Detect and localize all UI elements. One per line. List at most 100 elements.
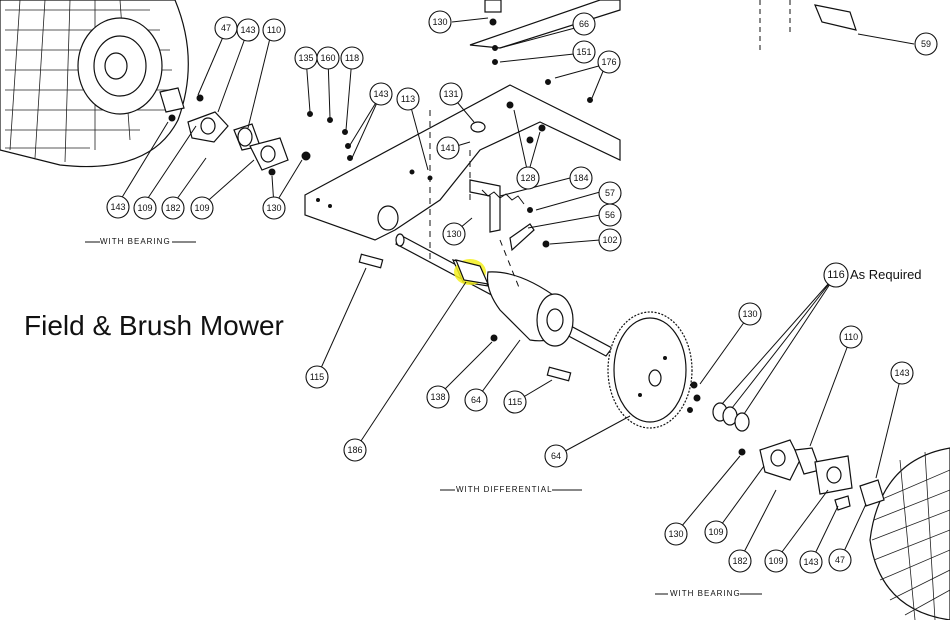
callout-label: 130 <box>446 229 461 239</box>
callout-c143e: 143 <box>799 550 823 574</box>
callout-label: 130 <box>668 529 683 539</box>
callout-label: 130 <box>266 203 281 213</box>
callout-label: 115 <box>310 372 324 382</box>
callout-c128: 128 <box>516 166 540 190</box>
diagram-title: Field & Brush Mower <box>24 310 284 341</box>
callout-label: 109 <box>768 556 783 566</box>
callout-label: 143 <box>240 25 255 35</box>
callout-label: 131 <box>443 89 458 99</box>
callout-label: 109 <box>137 203 152 213</box>
callout-c66: 66 <box>572 12 596 36</box>
callout-label: 64 <box>551 451 561 461</box>
callout-label: 115 <box>508 397 522 407</box>
callout-c176: 176 <box>597 50 621 74</box>
callout-label: 143 <box>803 557 818 567</box>
callout-c131: 131 <box>439 82 463 106</box>
callout-c109a: 109 <box>133 196 157 220</box>
callout-c130b: 130 <box>442 222 466 246</box>
callout-c110b: 110 <box>839 325 863 349</box>
callout-label: 182 <box>165 203 180 213</box>
callout-label: 110 <box>844 332 858 342</box>
bolt-cluster <box>307 111 498 342</box>
callout-label: 143 <box>894 368 909 378</box>
key-left <box>358 253 384 269</box>
callout-label: 130 <box>742 309 757 319</box>
callout-c109c: 109 <box>704 520 728 544</box>
callout-label: 116 <box>827 269 845 281</box>
callout-c182b: 182 <box>728 549 752 573</box>
callout-c138: 138 <box>426 385 450 409</box>
callout-c160: 160 <box>316 46 340 70</box>
leader-lines <box>85 17 915 595</box>
callout-c130d: 130 <box>738 302 762 326</box>
callout-label: 176 <box>601 57 616 67</box>
callout-label: 110 <box>267 25 281 35</box>
callout-c64a: 64 <box>464 388 488 412</box>
right-tire <box>869 447 950 620</box>
axle-assembly <box>395 233 613 357</box>
callout-label: 128 <box>520 173 535 183</box>
with-bearing-note-right: WITH BEARING <box>670 589 741 598</box>
callout-c141: 141 <box>436 136 460 160</box>
callout-label: 138 <box>430 392 445 402</box>
callout-c118: 118 <box>340 46 364 70</box>
callout-label: 47 <box>221 23 231 33</box>
callout-label: 130 <box>432 17 447 27</box>
callout-label: 66 <box>579 19 589 29</box>
callout-label: 160 <box>320 53 335 63</box>
callout-c109d: 109 <box>764 549 788 573</box>
callout-c115b: 115 <box>503 390 527 414</box>
callout-label: 57 <box>605 188 615 198</box>
callout-c130a: 130 <box>428 10 452 34</box>
as-required-note: As Required <box>850 267 922 282</box>
callout-label: 113 <box>401 94 415 104</box>
differential-sprocket <box>607 311 693 429</box>
callout-c64b: 64 <box>544 444 568 468</box>
callout-label: 182 <box>732 556 747 566</box>
callout-c109b: 109 <box>190 196 214 220</box>
callout-c143a: 143 <box>236 18 260 42</box>
callout-label: 143 <box>373 89 388 99</box>
right-bearing-set <box>687 381 885 511</box>
top-bracket <box>469 0 857 65</box>
callout-c115a: 115 <box>305 365 329 389</box>
callout-label: 141 <box>440 143 455 153</box>
frame-plate <box>304 84 621 241</box>
callout-c184: 184 <box>569 166 593 190</box>
callout-c56: 56 <box>598 203 622 227</box>
callout-c110a: 110 <box>262 18 286 42</box>
callout-c102: 102 <box>598 228 622 252</box>
callout-c143b: 143 <box>369 82 393 106</box>
callout-c116: 116 <box>823 262 849 288</box>
callout-c186: 186 <box>343 438 367 462</box>
callout-c113: 113 <box>396 87 420 111</box>
key-right <box>546 366 572 382</box>
callout-c57: 57 <box>598 181 622 205</box>
callout-label: 47 <box>835 555 845 565</box>
callout-label: 143 <box>110 202 125 212</box>
callout-label: 64 <box>471 395 481 405</box>
callout-c143c: 143 <box>106 195 130 219</box>
idler-bracket <box>469 79 593 252</box>
callout-c59: 59 <box>914 32 938 56</box>
with-bearing-note-left: WITH BEARING <box>100 237 171 246</box>
callout-c47b: 47 <box>828 548 852 572</box>
with-differential-note: WITH DIFFERENTIAL <box>456 485 553 494</box>
left-tire <box>0 0 189 168</box>
callout-c182a: 182 <box>161 196 185 220</box>
callout-label: 184 <box>573 173 588 183</box>
callout-label: 59 <box>921 39 931 49</box>
callout-label: 109 <box>708 527 723 537</box>
callout-label: 151 <box>576 47 591 57</box>
callout-label: 186 <box>347 445 362 455</box>
left-bearing-set <box>168 94 311 176</box>
callout-c143d: 143 <box>890 361 914 385</box>
callout-c130c: 130 <box>262 196 286 220</box>
callout-label: 118 <box>345 53 359 63</box>
callout-label: 102 <box>602 235 617 245</box>
callout-label: 56 <box>605 210 615 220</box>
callout-c135: 135 <box>294 46 318 70</box>
callout-c47a: 47 <box>214 16 238 40</box>
callout-label: 109 <box>194 203 209 213</box>
